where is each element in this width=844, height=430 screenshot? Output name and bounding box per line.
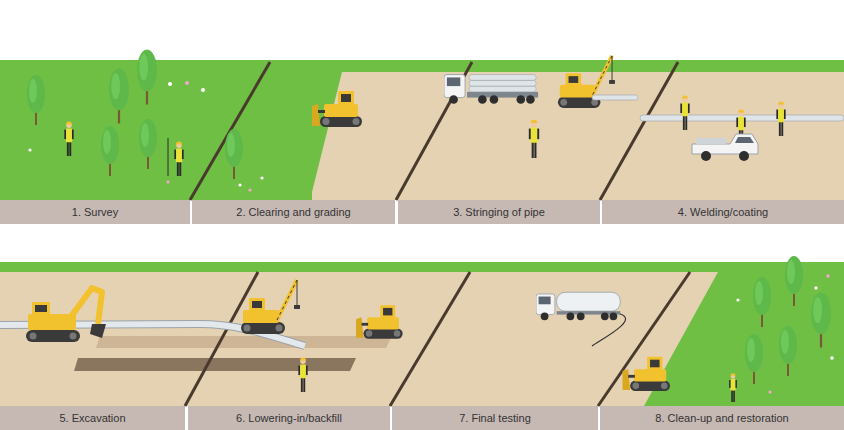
spoil-pile bbox=[96, 336, 392, 348]
stage-label: 7. Final testing bbox=[459, 412, 531, 424]
worker bbox=[729, 373, 737, 402]
bulldozer bbox=[623, 357, 671, 391]
trench bbox=[74, 358, 356, 371]
stage-label: 3. Stringing of pipe bbox=[453, 206, 545, 218]
surveyor bbox=[64, 121, 73, 156]
stage-label-bar: 3. Stringing of pipe bbox=[398, 200, 600, 224]
cleared-ground bbox=[0, 272, 718, 406]
stage-label-bar: 6. Lowering-in/backfill bbox=[188, 406, 390, 430]
bulldozer bbox=[312, 91, 362, 127]
pipe-truck bbox=[444, 75, 538, 104]
stage-label: 4. Welding/coating bbox=[678, 206, 768, 218]
stage-label: 8. Clean-up and restoration bbox=[655, 412, 788, 424]
stage-label-bar: 8. Clean-up and restoration bbox=[600, 406, 844, 430]
stage-label-bar: 1. Survey bbox=[0, 200, 190, 224]
welder bbox=[680, 95, 689, 130]
trees bbox=[745, 256, 831, 384]
worker bbox=[298, 357, 307, 392]
stage-label: 1. Survey bbox=[72, 206, 118, 218]
stage-label-bar: 5. Excavation bbox=[0, 406, 185, 430]
grass-field bbox=[0, 60, 844, 200]
stage-label-bar: 2. Clearing and grading bbox=[192, 200, 395, 224]
worker bbox=[529, 120, 539, 158]
welding-truck bbox=[692, 134, 758, 161]
stage-label-bar: 4. Welding/coating bbox=[602, 200, 844, 224]
stage-label: 2. Clearing and grading bbox=[236, 206, 350, 218]
bulldozer bbox=[356, 305, 403, 339]
surveyor bbox=[174, 141, 183, 176]
test-hose bbox=[592, 314, 626, 346]
welder bbox=[776, 101, 785, 136]
sideboom bbox=[241, 280, 300, 334]
trees bbox=[27, 50, 243, 180]
panel-divider bbox=[190, 62, 678, 200]
stage-label-bar: 7. Final testing bbox=[392, 406, 598, 430]
excavator bbox=[26, 288, 106, 342]
test-tanker bbox=[536, 292, 620, 320]
panel-divider bbox=[185, 272, 690, 406]
stage-label: 6. Lowering-in/backfill bbox=[236, 412, 342, 424]
stage-label: 5. Excavation bbox=[59, 412, 125, 424]
grass-field bbox=[0, 262, 844, 406]
